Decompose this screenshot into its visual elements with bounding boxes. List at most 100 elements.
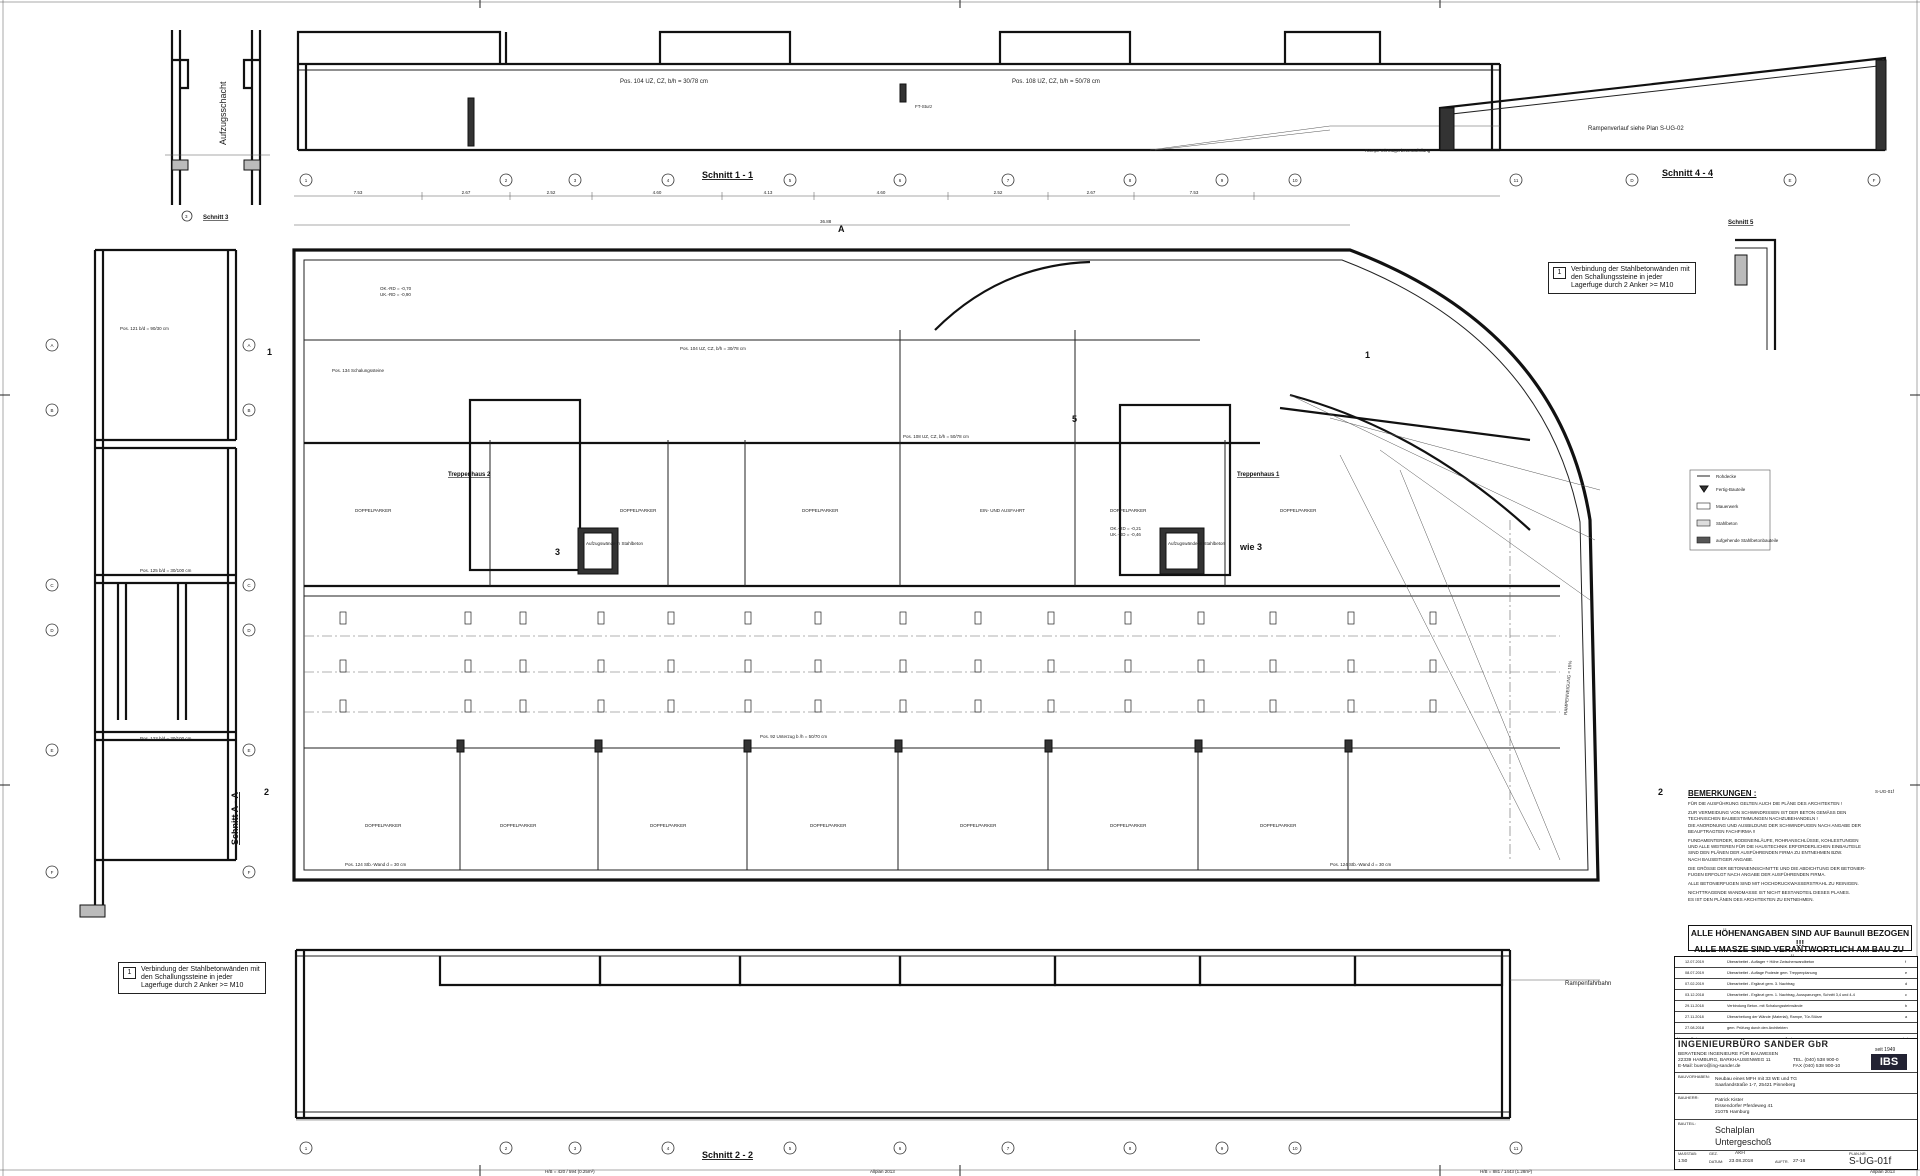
axis-main-C-label: C (247, 583, 251, 588)
note-number-bottom: 1 (123, 967, 136, 979)
bauvorhaben-value: Neubau eines MFH mit 33 WE und TG (1715, 1077, 1798, 1082)
room-label-doppelparker-6: DOPPELPARKER (365, 823, 402, 828)
column-marker (899, 659, 907, 673)
room-label-doppelparker-3: DOPPELPARKER (802, 508, 839, 513)
axes-row1-3-circle (568, 173, 582, 187)
column-marker (1124, 699, 1132, 713)
column-marker (597, 699, 605, 713)
support-column (456, 739, 465, 753)
treppenhaus-2-label: Treppenhaus 2 (448, 472, 491, 478)
plan-nr-label: PLAN-NR. (1849, 1152, 1867, 1156)
axes-row2-11-label: 11 (1514, 1146, 1519, 1151)
note-number-top: 1 (1553, 267, 1566, 279)
remarks-line: ALLE BETONIERFUGEN SIND MIT HOCHDRUCKWAS… (1688, 881, 1859, 887)
axes-row2-5-label: 5 (789, 1146, 792, 1151)
axes-row1-5-label: 5 (789, 178, 792, 183)
s1-ramp-note: Rampe mit Magerbetonaufüllung (1365, 148, 1431, 153)
axes-row2-1-circle (299, 1141, 313, 1155)
pos-121-label: Pos. 121 b/d = 90/30 cm (120, 326, 169, 331)
revision-text: Verbindung Beton- mit Schalungssteinwänd… (1727, 1004, 1803, 1008)
axes-row1-6-label: 6 (899, 178, 902, 183)
axes-row2-1-label: 1 (305, 1146, 308, 1151)
axes-row2-6-label: 6 (899, 1146, 902, 1151)
massstab-value: 1:50 (1678, 1159, 1688, 1164)
axes-row1-4-label: 4 (667, 178, 670, 183)
axes-row1-9-label: 9 (1221, 178, 1224, 183)
axes-row2-3-circle (568, 1141, 582, 1155)
bauherr-2: Eissendorfer Pferdeweg 41 (1715, 1104, 1773, 1109)
wie-3-callout: wie 3 (1239, 542, 1262, 552)
pos-108-label: Pos. 108 UZ, CZ, b/h = 50/78 cm (903, 434, 969, 439)
remarks-line: ES IST DEN PLÄNEN DES ARCHITEKTEN ZU ENT… (1688, 896, 1814, 902)
dim-value: 2.52 (994, 190, 1003, 195)
section-2-title: Schnitt 2 - 2 (702, 1150, 753, 1160)
axis-aa-A-circle (45, 338, 59, 352)
legend (1689, 469, 1771, 551)
axes-row1-2-circle (499, 173, 513, 187)
callout-3: 3 (555, 547, 560, 557)
note-box-top: 1 Verbindung der Stahlbetonwänden mit de… (1548, 262, 1696, 294)
section-3 (165, 30, 270, 205)
axis-aa-B-circle (45, 403, 59, 417)
revision-text: Überarbeitet - Auflage Podeste gem. Trep… (1727, 971, 1817, 975)
axes-row2-4-label: 4 (667, 1146, 670, 1151)
dim-value: 4.13 (764, 190, 773, 195)
s1-pos-label: Pos. 104 UZ, CZ, b/h = 30/78 cm (620, 79, 708, 85)
axis-main-F-circle (242, 865, 256, 879)
revision-text: Überarbeitung der Wände (Material), Ramp… (1727, 1015, 1823, 1019)
axes-row1-1-circle (299, 173, 313, 187)
column-marker (597, 659, 605, 673)
room-label-ein-ausfahrt: EIN- UND AUSFAHRT (980, 508, 1025, 513)
s1-ft-label: FT-Sturz (915, 104, 933, 109)
remarks-line: NACH BAUSEITIGER ANGABE. (1688, 856, 1754, 862)
room-label-doppelparker-7: DOPPELPARKER (500, 823, 537, 828)
legend-item-2: Fertig-Bauteile (1716, 487, 1746, 492)
callout-2-right: 2 (1658, 787, 1663, 797)
column-markers (339, 611, 1437, 753)
column-marker (339, 659, 347, 673)
axes-row2-11-circle (1509, 1141, 1523, 1155)
room-label-doppelparker-5: DOPPELPARKER (1280, 508, 1317, 513)
remarks-line: ZUR VERMEIDUNG VON SCHWINDRISSEN IST DER… (1688, 810, 1847, 816)
axis-aa-E-label: E (50, 748, 53, 753)
revision-date: 27.11.2018 (1685, 1015, 1704, 1019)
axes-row1-9-circle (1215, 173, 1229, 187)
remarks-line: FÜR DIE AUSFÜHRUNG GELTEN AUCH DIE PLÄNE… (1688, 801, 1842, 806)
column-marker (1047, 699, 1055, 713)
dim-value: 7.53 (354, 190, 363, 195)
revision-date: 12.07.2019 (1685, 960, 1705, 964)
section-3-bubble (181, 210, 193, 222)
room-label-doppelparker-10: DOPPELPARKER (960, 823, 997, 828)
axes-row2-10-circle (1288, 1141, 1302, 1155)
revision-idx: f (1905, 960, 1907, 964)
axes-row1-7-circle (1001, 173, 1015, 187)
pos-104-label: Pos. 104 UZ, CZ, b/h = 30/78 cm (680, 346, 746, 351)
rampenverlauf-label: Rampenverlauf siehe Plan S-UG-02 (1588, 126, 1684, 132)
axis-aa-D-label: D (50, 628, 54, 633)
axes-row1-2-label: 2 (505, 178, 508, 183)
axes-row4-F-circle (1867, 173, 1881, 187)
column-marker (667, 659, 675, 673)
axis-aa-C-circle (45, 578, 59, 592)
pos-124b-label: Pos. 124 Stb.-Wand d = 30 cm (1330, 862, 1391, 867)
column-marker (744, 699, 752, 713)
column-marker (814, 699, 822, 713)
revision-date: 03.12.2018 (1685, 993, 1705, 997)
axes-row2-7-label: 7 (1007, 1146, 1010, 1151)
column-marker (974, 659, 982, 673)
remarks-line: UND ALLE WEITEREN FÜR DIE HAUSTECHNIK ER… (1688, 844, 1862, 850)
column-marker (464, 659, 472, 673)
column-marker (519, 611, 527, 625)
column-marker (1124, 659, 1132, 673)
main-plan-walls (292, 248, 1601, 882)
note-text-bottom: Verbindung der Stahlbetonwänden mit den … (141, 966, 260, 989)
axes-row1-11-label: 11 (1514, 178, 1519, 183)
axis-aa-F-label: F (51, 870, 54, 875)
revision-date: 08.07.2019 (1685, 971, 1705, 975)
revision-text: gem. Prüfung durch den Architekten (1727, 1026, 1788, 1030)
auftr-label: AUFTR. (1775, 1160, 1789, 1164)
